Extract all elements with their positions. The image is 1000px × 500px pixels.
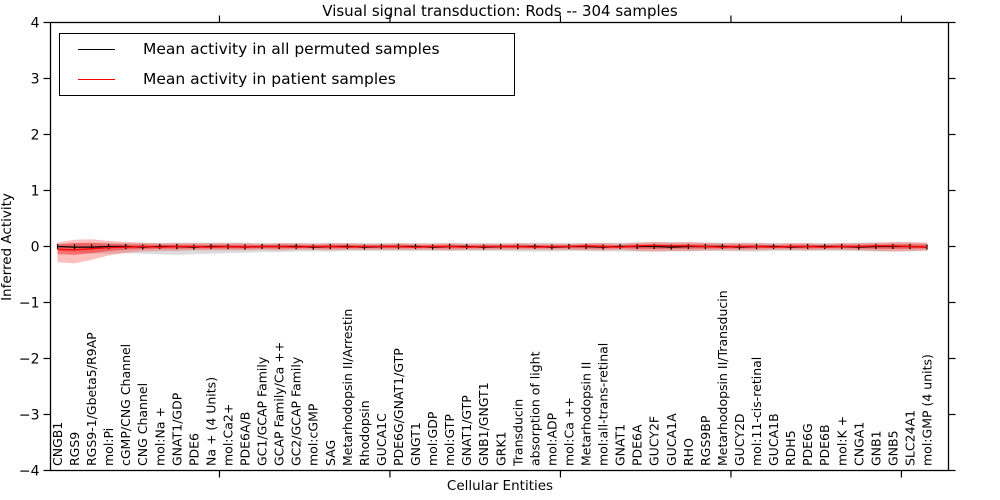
legend-label: Mean activity in all permuted samples	[143, 39, 440, 58]
x-tick-label: Metarhodopsin II/Transducin	[715, 290, 730, 466]
x-tick-label: mol:Ca ++	[561, 397, 576, 466]
x-tick-label: GUCA1B	[766, 413, 781, 466]
x-tick-label: RDH5	[783, 430, 798, 466]
legend-line-black	[78, 49, 115, 50]
x-tick-label: SLC24A1	[902, 410, 917, 466]
x-tick-label: GNB1	[868, 430, 883, 466]
y-tick-label: 0	[31, 240, 40, 256]
legend-entry-permuted: Mean activity in all permuted samples	[78, 37, 514, 63]
x-tick-label: mol:ADP	[544, 412, 559, 466]
y-tick-label: −4	[19, 464, 40, 480]
legend-label: Mean activity in patient samples	[143, 69, 396, 88]
x-tick-label: CNGA1	[851, 422, 866, 466]
x-tick-label: mol:Pi	[101, 428, 116, 466]
chart-title: Visual signal transduction: Rods -- 304 …	[322, 2, 678, 20]
y-tick-label: 3	[31, 72, 40, 88]
legend-box: Mean activity in all permuted samples Me…	[59, 33, 515, 96]
patient-std-band	[57, 239, 927, 264]
x-tick-label: GCAP Family/Ca ++	[272, 342, 287, 466]
x-tick-label: GC1/GCAP Family	[255, 356, 270, 466]
x-tick-label: PDE6A/B	[238, 412, 253, 466]
x-tick-label: GNB1/GNGT1	[476, 382, 491, 466]
x-tick-label: GC2/GCAP Family	[289, 356, 304, 466]
x-tick-label: cGMP/CNG Channel	[118, 344, 133, 466]
y-tick-label: −1	[19, 296, 40, 312]
legend-line-red	[78, 79, 115, 80]
x-tick-label: mol:Na +	[152, 407, 167, 466]
x-tick-label: Rhodopsin	[357, 400, 372, 466]
x-tick-label: Metarhodopsin II	[579, 362, 594, 466]
y-tick-label: −2	[19, 352, 40, 368]
x-tick-label: mol:K +	[834, 416, 849, 466]
x-tick-label: Na + (4 Units)	[203, 377, 218, 466]
x-tick-label: PDE6A	[630, 424, 645, 466]
x-tick-label: mol:GTP	[442, 414, 457, 466]
x-tick-label: GUCA1A	[664, 413, 679, 466]
x-tick-label: Metarhodopsin II/Arrestin	[340, 309, 355, 466]
x-tick-label: PDE6	[186, 433, 201, 466]
x-tick-label: PDE6G	[800, 423, 815, 466]
x-tick-label: mol:GDP	[425, 411, 440, 466]
x-tick-label: mol:all-trans-retinal	[596, 343, 611, 466]
x-tick-label: PDE6G/GNAT1/GTP	[391, 348, 406, 466]
x-tick-label: mol:Ca2+	[220, 404, 235, 466]
x-tick-label: PDE6B	[817, 424, 832, 466]
y-tick-label: −3	[19, 408, 40, 424]
y-tick-label: 2	[31, 128, 40, 144]
patient-mean-line	[57, 244, 928, 251]
x-axis-label: Cellular Entities	[446, 478, 554, 494]
x-tick-label: GNAT1	[613, 424, 628, 466]
x-tick-label: absorption of light	[527, 351, 542, 466]
x-tick-label: RGS9BP	[698, 415, 713, 466]
x-tick-label: CNGB1	[50, 422, 65, 466]
x-tick-label: SAG	[323, 440, 338, 466]
x-tick-label: GUCY2F	[647, 416, 662, 466]
x-tick-label: CNG Channel	[135, 383, 150, 466]
y-tick-label: 4	[31, 16, 40, 32]
x-tick-label: Transducin	[510, 399, 525, 467]
x-tick-label: GNAT1/GTP	[459, 395, 474, 466]
x-tick-label: GNB5	[885, 430, 900, 466]
x-tick-label: GNGT1	[408, 422, 423, 466]
x-tick-label: GUCA1C	[374, 413, 389, 466]
x-tick-label: mol:cGMP	[306, 403, 321, 466]
y-tick-label: 1	[31, 184, 40, 200]
x-tick-label: GUCY2D	[732, 413, 747, 466]
x-tick-label: GNAT1/GDP	[169, 392, 184, 466]
x-tick-label: mol:GMP (4 units)	[920, 354, 935, 466]
x-tick-label: RGS9-1/Gbeta5/R9AP	[84, 332, 99, 466]
x-tick-label: RHO	[681, 438, 696, 466]
permuted-std-band	[57, 242, 927, 255]
x-tick-label: GRK1	[493, 431, 508, 466]
x-tick-label: RGS9	[67, 432, 82, 466]
legend-entry-patient: Mean activity in patient samples	[78, 67, 514, 93]
x-tick-label: mol:11-cis-retinal	[749, 357, 764, 466]
